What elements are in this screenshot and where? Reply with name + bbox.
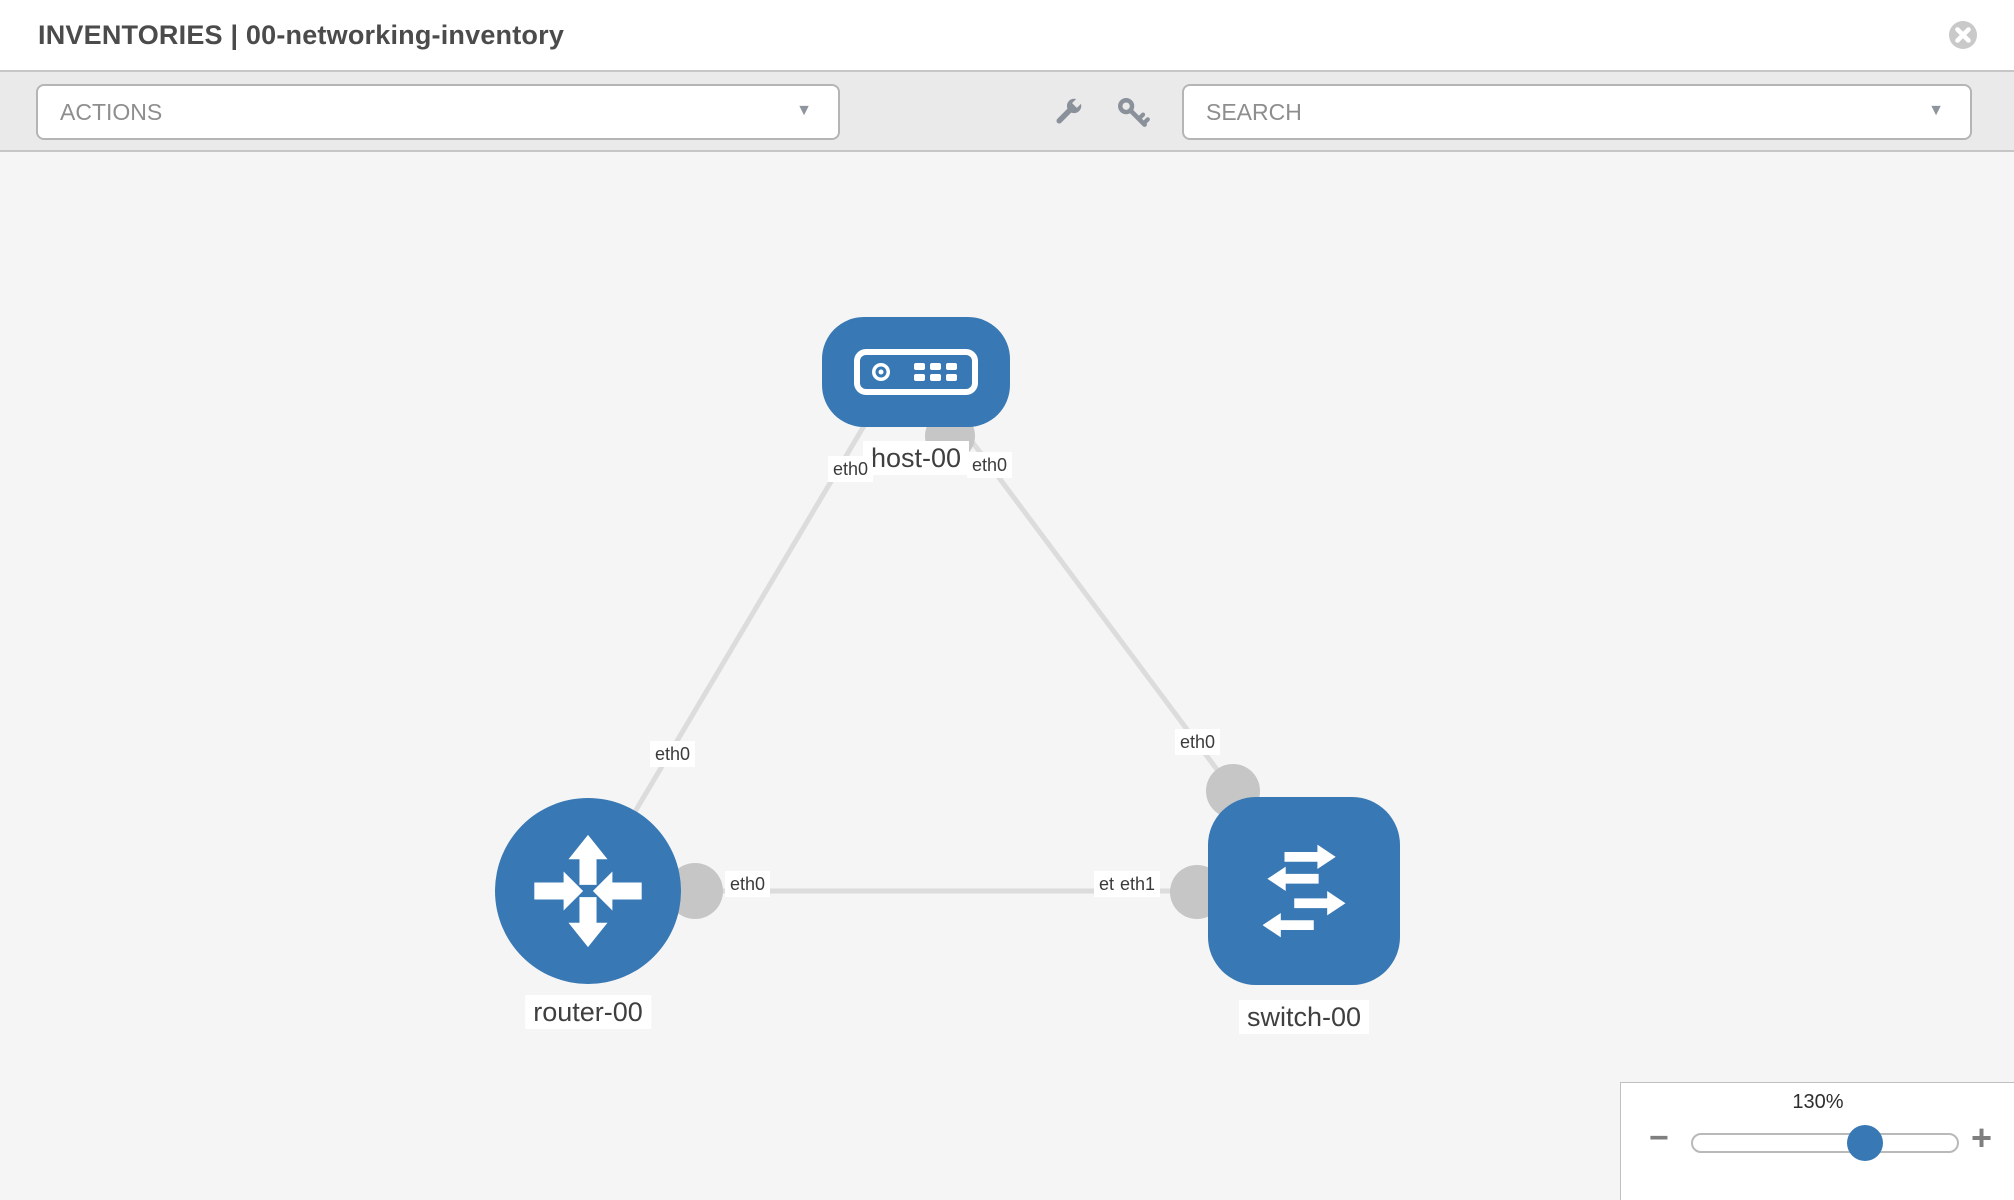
node-label-router: router-00: [525, 995, 651, 1029]
interface-label-switch-to-router: eth1: [1115, 871, 1161, 897]
chevron-down-icon: ▼: [796, 102, 812, 119]
node-router[interactable]: [495, 798, 681, 984]
node-switch[interactable]: [1208, 797, 1400, 985]
actions-dropdown[interactable]: ACTIONS ▼: [36, 84, 840, 140]
router-icon: [534, 834, 642, 948]
zoom-panel: 130% − +: [1620, 1082, 2014, 1200]
toolbar: ACTIONS ▼ SEARC: [0, 70, 2014, 152]
host-icon: [854, 349, 978, 395]
key-icon: [1118, 98, 1150, 127]
link-layer: [585, 380, 1304, 894]
node-label-switch: switch-00: [1238, 1000, 1370, 1034]
zoom-slider-thumb[interactable]: [1847, 1125, 1883, 1161]
wrench-icon: [1056, 97, 1083, 124]
interface-label-router-to-host: eth0: [650, 741, 696, 767]
search-dropdown-label: SEARCH: [1206, 99, 1302, 125]
zoom-slider-track[interactable]: [1691, 1125, 1959, 1161]
chevron-down-icon: ▼: [1928, 102, 1944, 119]
close-button[interactable]: [1948, 20, 1978, 50]
search-dropdown[interactable]: SEARCH ▼: [1182, 84, 1972, 140]
page-header: INVENTORIES | 00-networking-inventory: [0, 0, 2014, 70]
zoom-in-button[interactable]: +: [1971, 1117, 1993, 1158]
close-icon: [1949, 21, 1977, 49]
interface-label-switch-to-host: eth0: [1175, 729, 1221, 755]
node-label-host: host-00: [862, 441, 970, 475]
page-title: INVENTORIES | 00-networking-inventory: [38, 20, 565, 50]
interface-label-host-to-switch: eth0: [967, 452, 1013, 478]
node-host[interactable]: [822, 317, 1010, 427]
zoom-out-button[interactable]: −: [1649, 1119, 1669, 1157]
actions-dropdown-label: ACTIONS: [60, 99, 163, 125]
configure-button[interactable]: [1048, 94, 1086, 132]
switch-icon: [1262, 844, 1346, 938]
interface-label-host-to-router: eth0: [828, 456, 874, 482]
interface-label-router-to-switch: eth0: [725, 871, 771, 897]
zoom-level: 130%: [1792, 1091, 1844, 1113]
credentials-button[interactable]: [1114, 94, 1152, 132]
topology-canvas[interactable]: host-00 router-00 switch-00 eth0 eth0 et…: [0, 152, 2014, 1200]
